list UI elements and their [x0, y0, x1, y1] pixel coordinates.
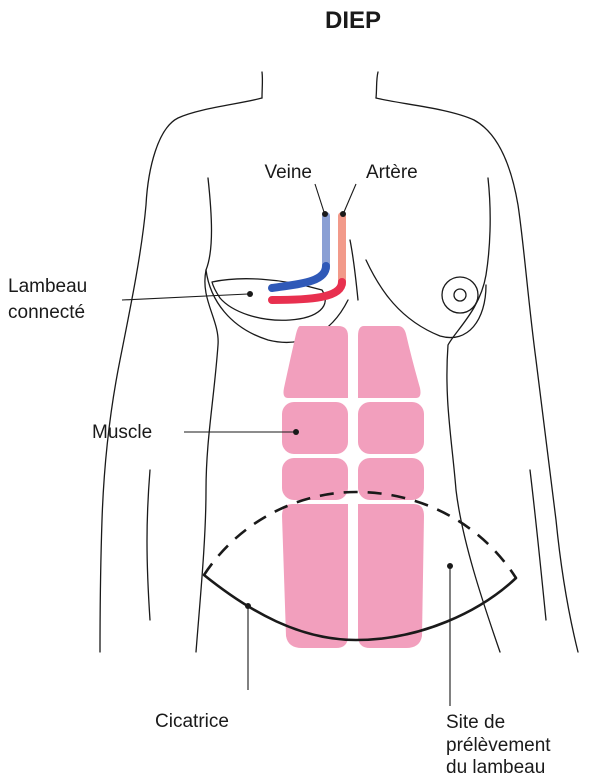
muscle-left-mid1: [282, 402, 348, 454]
right-inner-arm: [530, 470, 546, 620]
label-lambeau-line2: connecté: [8, 302, 85, 323]
muscle-right-lower: [358, 504, 424, 648]
lambeau-dot: [247, 291, 253, 297]
muscle-left-lower: [282, 504, 348, 648]
left-shoulder-arm: [100, 98, 262, 652]
veine-dot: [322, 211, 328, 217]
vein-curve: [272, 266, 326, 288]
nipple-outer: [442, 277, 478, 313]
right-breast: [366, 260, 486, 338]
label-site-line1: Site de: [446, 712, 505, 733]
artere-dot: [340, 211, 346, 217]
muscle-right-upper: [358, 326, 421, 398]
muscle-left-mid2: [282, 458, 348, 500]
vessels: [272, 216, 342, 300]
diagram-title: DIEP: [325, 7, 381, 34]
label-veine: Veine: [264, 162, 312, 183]
label-muscle: Muscle: [92, 422, 152, 443]
site-dot: [447, 563, 453, 569]
chest-center: [350, 240, 358, 300]
muscle-right-mid1: [358, 402, 424, 454]
label-cicatrice: Cicatrice: [155, 711, 229, 732]
label-site-line3: du lambeau: [446, 757, 545, 777]
muscle-right-mid2: [358, 458, 424, 500]
right-torso-side: [447, 178, 500, 652]
neck-right: [376, 72, 378, 98]
muscle-left-upper: [284, 326, 349, 398]
cicatrice-dot: [245, 603, 251, 609]
label-lambeau-line1: Lambeau: [8, 276, 87, 297]
left-inner-arm: [147, 470, 150, 620]
muscle: [282, 326, 424, 648]
nipple-inner: [454, 289, 466, 301]
artere-leader: [344, 184, 356, 212]
veine-leader: [315, 184, 324, 212]
muscle-dot: [293, 429, 299, 435]
lambeau-leader: [122, 294, 248, 300]
label-site-line2: prélèvement: [446, 735, 551, 756]
left-torso-side: [196, 178, 218, 652]
label-artere: Artère: [366, 162, 418, 183]
